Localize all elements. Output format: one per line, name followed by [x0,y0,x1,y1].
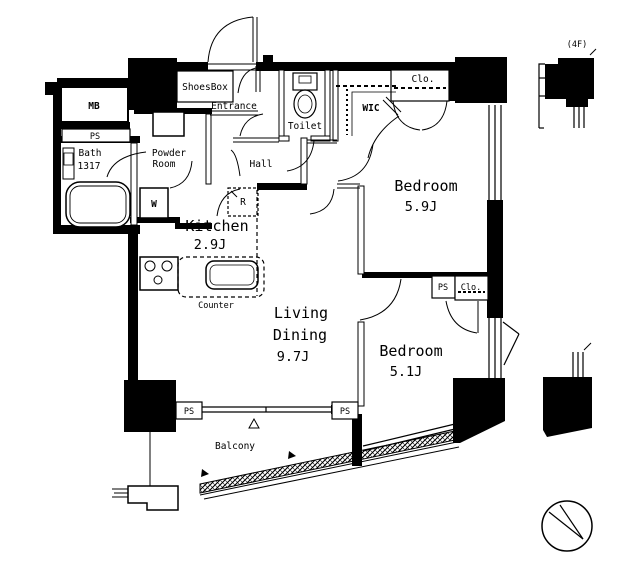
adjacent-structures [538,48,597,552]
entrance-label: Entrance [211,101,257,112]
closet-b-label: Clo. [461,283,481,293]
casement-open-line [502,321,520,335]
toilet-icon [292,72,318,119]
pipe-shaft-left [61,128,131,143]
refrigerator-label: R [240,197,246,208]
living-door-arc [309,188,335,215]
balcony-label: Balcony [215,441,255,452]
north-arrow-icon [541,500,593,552]
kitchen-door-arc [216,188,241,217]
pipe-shaft-balcony-right [331,401,359,420]
wic-door-arc [337,143,374,182]
wic-label: WIC [362,103,379,114]
kitchen-counter-outline [177,256,265,298]
bath-counter [62,147,75,180]
washbasin [152,111,185,137]
window-center-marker [248,417,260,429]
railing-mark [288,451,296,459]
ps-balcony-right-label: PS [340,407,350,417]
pillar-se [453,378,505,443]
shoes-box [176,70,234,103]
railing-mark [201,469,209,477]
floor-note-label: (4F) [567,40,587,50]
sink-icon [205,260,259,290]
hall-label: Hall [250,159,273,170]
dashed-guides [177,85,485,298]
bath-label: Bath [79,148,102,159]
labels: (4F) ShoesBox Entrance Toilet WIC Clo. M… [78,40,588,452]
stove-icon [139,256,179,291]
adjacent-pillar-block [543,377,592,437]
balcony-slab-step [127,485,179,511]
toilet-door-arc [286,140,315,172]
bedroom-b-size: 5.1J [390,364,423,380]
kitchen-label: Kitchen [185,217,248,235]
powder-door-arc [169,160,193,189]
bedroom-a-door-arc [367,115,400,159]
closet-bedroom-a [390,69,450,102]
counter-label: Counter [198,301,234,311]
mb-label: MB [88,101,100,112]
balcony-railing [199,430,456,494]
bath-door-arc [106,151,147,178]
closet-a-door-arc [392,100,421,131]
entrance-threshold [208,63,256,71]
washer-label: W [151,199,157,210]
ps-left-label: PS [90,132,100,142]
bath-size-label: 1317 [78,161,101,172]
living-label-2: Dining [273,326,327,344]
living-size-label: 9.7J [277,349,310,365]
windows [202,105,520,452]
entrance-door-arc [207,16,254,63]
kitchen-size-label: 2.9J [194,237,227,253]
toilet-label: Toilet [288,121,322,132]
wic-inner-line [351,91,396,136]
closet-b-door-arc [445,300,478,334]
closet-a-label: Clo. [412,74,435,85]
bathtub-icon [65,181,131,228]
living-label-1: Living [274,304,328,322]
fixtures [62,72,318,291]
partitions [60,69,489,420]
pillar-sw [124,380,176,432]
ps-balcony-left-label: PS [184,407,194,417]
pillar-ne [455,57,507,103]
pillar-nw [128,58,177,110]
ps-mid-label: PS [438,283,448,293]
bedroom-a-size: 5.9J [405,199,438,215]
balcony-structure [127,417,456,511]
door-arcs [106,16,478,334]
shoesbox-label: ShoesBox [182,82,228,93]
bedroom-b-label: Bedroom [379,342,442,360]
powder-label-1: Powder [152,148,187,159]
thin-lines [112,17,479,500]
adjacent-unit-block [545,58,594,107]
meter-box [60,86,129,123]
washer-space [139,187,169,219]
closet-bedroom-b [454,275,489,301]
bedroom-a-label: Bedroom [394,177,457,195]
refrigerator-space [227,187,259,217]
window-bedroom-b [362,423,456,447]
bedroom-b-door-arc [359,278,402,321]
pipe-shaft-balcony-left [175,401,203,420]
powder-label-2: Room [153,159,176,170]
